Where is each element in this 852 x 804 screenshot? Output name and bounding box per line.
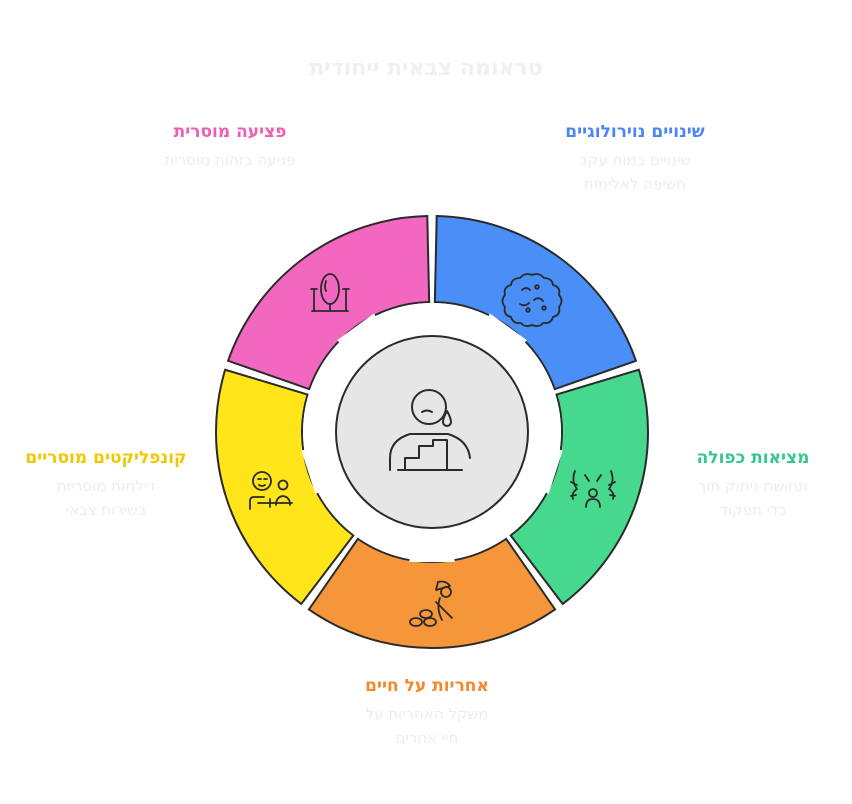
label-moral-conflicts: קונפליקטים מוסריים דילמות מוסריות בשירות… [16,448,196,522]
label-neurological-changes: שינויים נוירולוגיים שינויים במוח עקב חשי… [540,122,730,196]
label-desc-conflicts: דילמות מוסריות בשירות צבאי [16,474,196,522]
person-with-rifle-icon [249,471,293,510]
label-responsibility-for-lives: אחריות על חיים משקל האחריות על חיי אחרים [332,676,522,750]
connector-tab-neuro [475,313,527,363]
crying-person-on-podium-icon [389,389,471,471]
label-desc-neuro-line1: שינויים במוח עקב [579,151,691,169]
label-title-dual: מציאות כפולה [696,448,810,468]
connector-tab-moral [337,313,389,363]
label-desc-dual-line2: כדי תפקוד [719,501,787,519]
connector-tab-responsibility [409,530,455,562]
label-desc-responsibility-line2: חיי אחרים [395,729,459,747]
inner-ring [303,303,561,561]
segment-neuro [433,215,638,391]
label-desc-conflicts-line1: דילמות מוסריות [56,477,156,495]
label-desc-dual-line1: תחושת ניתוק תוך [698,477,808,495]
label-title-neuro: שינויים נוירולוגיים [565,122,705,142]
label-desc-moral-line1: פגיעה בזהות מוסרית [164,151,296,169]
center-circle [335,335,529,529]
label-desc-neuro-line2: חשיפה לאלימות [583,175,687,193]
connector-tab-conflicts [301,445,344,494]
label-moral-injury: פציעה מוסרית פגיעה בזהות מוסרית [135,122,325,172]
segment-dual [509,368,649,606]
label-title-moral: פציעה מוסרית [173,122,287,142]
connector-tab-dual [520,445,563,494]
mirror-icon [310,273,350,312]
brain-icon [501,273,563,328]
label-dual-reality: מציאות כפולה תחושת ניתוק תוך כדי תפקוד [668,448,838,522]
label-desc-conflicts-line2: בשירות צבאי [65,501,147,519]
label-desc-responsibility-line1: משקל האחריות על [365,705,489,723]
segment-responsibility [307,537,557,649]
label-desc-responsibility: משקל האחריות על חיי אחרים [332,702,522,750]
soldier-with-stones-icon [409,580,453,627]
segment-moral [226,215,431,391]
diagram-title: טראומה צבאית ייחודית [309,56,543,81]
segment-conflicts [215,368,355,606]
label-desc-neuro: שינויים במוח עקב חשיפה לאלימות [540,148,730,196]
label-title-responsibility: אחריות על חיים [365,676,489,696]
label-desc-dual: תחושת ניתוק תוך כדי תפקוד [668,474,838,522]
wheel-segments [215,215,649,649]
label-desc-moral: פגיעה בזהות מוסרית [135,148,325,172]
label-title-conflicts: קונפליקטים מוסריים [25,448,187,468]
splitting-tree-person-icon [570,470,616,508]
